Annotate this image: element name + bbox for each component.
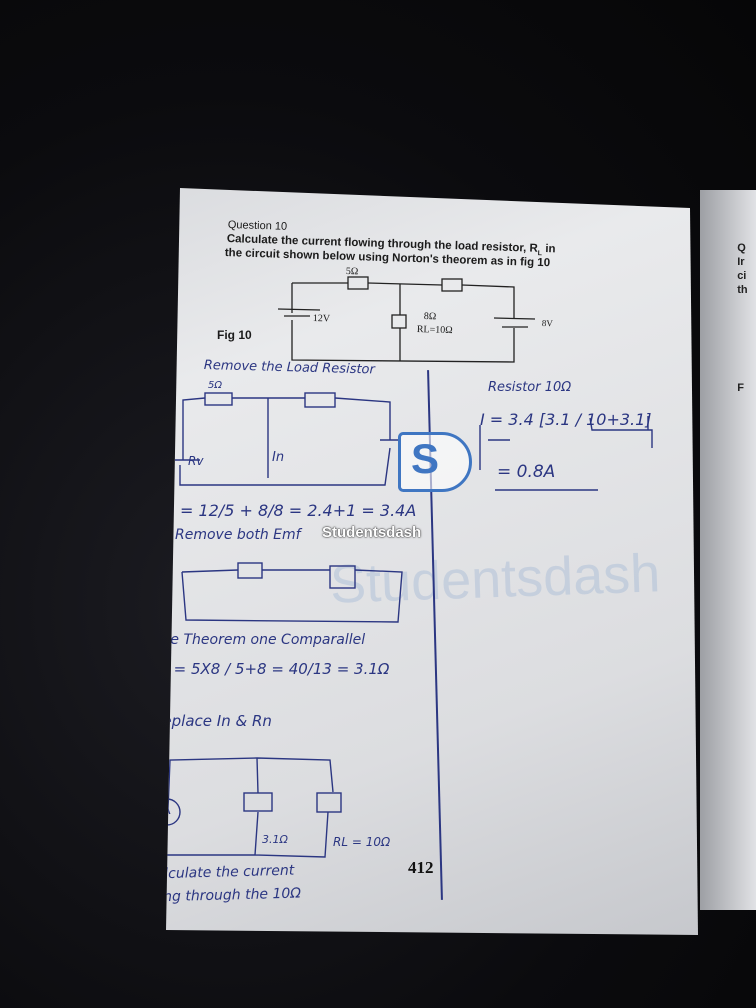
fig-label: Fig 10 <box>217 328 252 342</box>
replace-text: Replace In & Rn <box>152 712 272 730</box>
printed-circuit <box>277 276 536 363</box>
label-5ohm-hand: 5Ω <box>208 380 223 391</box>
current-source-label: 3.1 <box>133 840 153 854</box>
norton-resistance-equation: RΩ = 5X8 / 5+8 = 40/13 = 3.1Ω <box>147 660 390 678</box>
adjacent-text: F <box>737 382 744 394</box>
studentsdash-logo: S <box>398 432 472 492</box>
adjacent-page: Q Ir ci th F <box>700 190 756 910</box>
label-in: In <box>272 450 285 465</box>
adjacent-text: Ir <box>737 256 745 268</box>
load-current-equation: I = 3.4 [3.1 / 10+3.1] <box>480 410 652 429</box>
adjacent-text: ci <box>737 270 747 282</box>
adjacent-text: th <box>737 284 748 296</box>
adjacent-text: Q <box>737 242 746 254</box>
page-number: 412 <box>408 858 434 877</box>
norton-current-equation: In = 12/5 + 8/8 = 2.4+1 = 3.4A <box>160 501 417 520</box>
resistor-text: Resistor 10Ω <box>488 380 572 395</box>
ammeter-label: A <box>161 802 171 818</box>
final-result: = 0.8A <box>497 462 556 482</box>
rn-label: 3.1Ω <box>262 833 288 846</box>
rl-label: RL = 10Ω <box>333 835 391 849</box>
theorem-text: The Theorem one Comparallel <box>153 632 366 648</box>
remove-emf-text: Remove both Emf <box>175 527 301 543</box>
label-rv: Rv <box>188 454 204 468</box>
handwritten-circuits <box>166 392 653 858</box>
watermark-small: Studentsdash <box>322 524 422 541</box>
